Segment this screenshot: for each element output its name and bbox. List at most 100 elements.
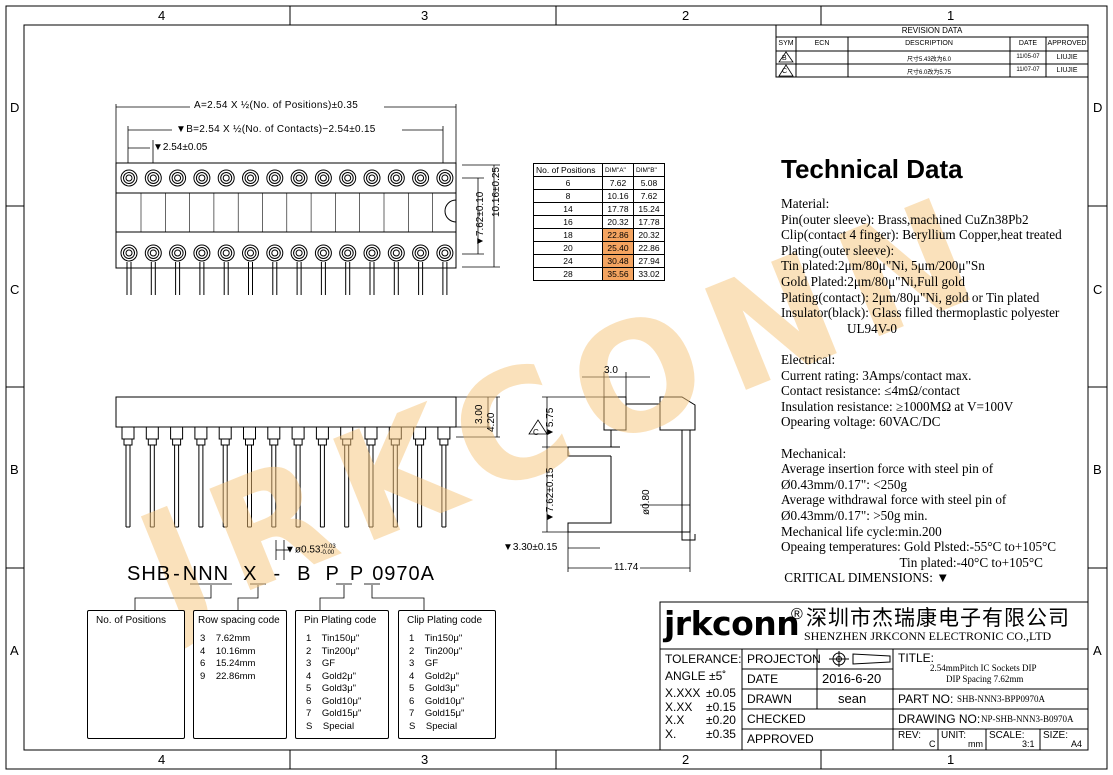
positions-dim-a: 25.40: [602, 241, 634, 255]
rev-row1-sym: B: [782, 55, 787, 62]
zone-col-2-top: 2: [682, 8, 690, 23]
rev-label: REV:: [898, 730, 921, 741]
tech-line: Tin plated:2μm/80μ"Ni, 5μm/200μ"Sn: [781, 258, 985, 274]
scale-label: SCALE:: [989, 730, 1025, 741]
revision-title: REVISION DATA: [901, 26, 963, 35]
positions-dim-b: 22.86: [633, 241, 665, 255]
top-pin-socket: [363, 244, 381, 295]
dim-a-label: A=2.54 X ½(No. of Positions)±0.35: [194, 100, 359, 111]
zone-col-3-bottom: 3: [421, 752, 429, 767]
tech-line: Plating(contact): 2μm/80μ"Ni, gold or Ti…: [781, 289, 1040, 305]
tech-line: Opeaing temperatures: Gold Plsted:-55°C …: [781, 539, 1057, 555]
drawing-no-label: DRAWING NO:: [898, 712, 981, 726]
tech-line: Current rating: 3Amps/contact max.: [781, 367, 972, 383]
top-pin-socket: [193, 169, 211, 187]
rev-row1-approved: LIUJIE: [1056, 54, 1078, 61]
positions-header-dim-a: DIM"A": [602, 163, 634, 177]
rev-row2-date: 11/07-07: [1016, 67, 1040, 73]
side-pin: [121, 426, 135, 528]
tech-line: Tin plated:-40°C to+105°C: [781, 554, 1043, 570]
code-positions: NNN: [182, 563, 230, 585]
legend-line: 5 Gold3μ": [409, 683, 460, 694]
dim-end-30: 3.0: [604, 365, 618, 376]
positions-dim-b: 33.02: [633, 267, 665, 281]
top-pin-socket: [217, 169, 235, 187]
top-pin-socket: [363, 169, 381, 187]
tech-line: Gold Plated:2μm/80μ"Ni,Full gold: [781, 274, 966, 289]
legend-line: 6 Gold10μ": [409, 695, 465, 707]
top-pin-socket: [144, 169, 162, 187]
side-pin: [267, 426, 281, 528]
positions-dim-a: 35.56: [602, 267, 634, 281]
tech-line: Pin(outer sleeve): Brass,machined CuZn38…: [781, 211, 1029, 227]
zone-row-d-left: D: [10, 100, 20, 115]
rev-sym-end: C: [533, 428, 539, 437]
dim-pitch-label: ▼2.54±0.05: [153, 142, 208, 153]
top-pin-socket: [387, 169, 405, 187]
rev-row2-approved: LIUJIE: [1056, 67, 1078, 74]
legend-line: 3 GF: [409, 658, 439, 669]
top-pin-socket: [290, 244, 308, 295]
positions-dim-b: 17.78: [633, 215, 665, 229]
top-pin-socket: [242, 169, 259, 187]
top-pin-socket: [314, 169, 332, 187]
dim-end-575: ▼5.75: [545, 407, 556, 437]
code-suffix: 0970A: [372, 563, 436, 585]
side-pin: [437, 426, 451, 528]
positions-header-count: No. of Positions: [533, 163, 603, 177]
top-pin-socket: [193, 244, 211, 295]
positions-count: 20: [533, 241, 603, 255]
tech-line: UL94V-0: [781, 320, 898, 336]
top-view-pins: [120, 169, 454, 295]
positions-dim-b: 20.32: [633, 228, 665, 242]
dim-b-label: ▼B=2.54 X ½(No. of Contacts)−2.54±0.15: [176, 124, 376, 135]
tech-line: Average insertion force with steel pin o…: [781, 461, 994, 477]
positions-count: 24: [533, 254, 603, 268]
dim-end-1174: 11.74: [612, 562, 641, 573]
top-dim-lines: [115, 104, 500, 268]
top-pin-socket: [339, 169, 357, 187]
date-label: DATE: [747, 672, 779, 686]
rev-row1-description: 尺寸5.43改为6.0: [906, 57, 952, 63]
part-no-label: PART NO:: [898, 692, 954, 706]
top-pin-socket: [120, 244, 138, 295]
scale-value: 3:1: [1022, 739, 1035, 749]
tolerance-value: ±0.35: [706, 726, 736, 741]
legend-line: 3 7.62mm: [200, 633, 251, 644]
title-line-2: DIP Spacing 7.62mm: [946, 674, 1024, 684]
rev-row2-description: 尺寸6.0改为5.75: [906, 70, 952, 76]
legend-line: 3 GF: [306, 658, 336, 669]
zone-ticks: [6, 6, 1107, 769]
legend-line: 1 Tin150μ": [306, 633, 360, 644]
tech-line: Opearing voltage: 60VAC/DC: [781, 414, 941, 430]
side-pin: [340, 426, 354, 528]
legend-line: 2 Tin200μ": [306, 645, 360, 657]
positions-dim-b: 5.08: [633, 176, 665, 190]
legend-line: 4 10.16mm: [200, 645, 256, 657]
top-view: [115, 162, 457, 269]
drawn-label: DRAWN: [747, 692, 792, 706]
side-view: [115, 396, 457, 428]
side-pin: [364, 426, 378, 528]
legend-positions-title: No. of Positions: [96, 615, 167, 626]
rev-value: C: [929, 739, 936, 749]
tolerance-value: ±0.15: [706, 699, 736, 714]
top-pin-socket: [436, 169, 454, 187]
checked-label: CHECKED: [747, 712, 806, 726]
code-clip-plating: P: [349, 563, 365, 585]
zone-row-c-left: C: [10, 282, 20, 297]
dim-height-420: 4.20: [486, 412, 497, 432]
tolerance-key: X.XX: [665, 699, 693, 714]
date-value: 2016-6-20: [822, 671, 882, 686]
code-row-spacing: X: [243, 563, 258, 585]
rev-header-approved: APPROVED: [1047, 40, 1087, 47]
legend-pin-plating-title: Pin Plating code: [304, 615, 377, 626]
positions-header-dim-b: DIM"B": [633, 163, 665, 177]
dim-width-inner: ▼7.62±0.10: [475, 191, 486, 246]
